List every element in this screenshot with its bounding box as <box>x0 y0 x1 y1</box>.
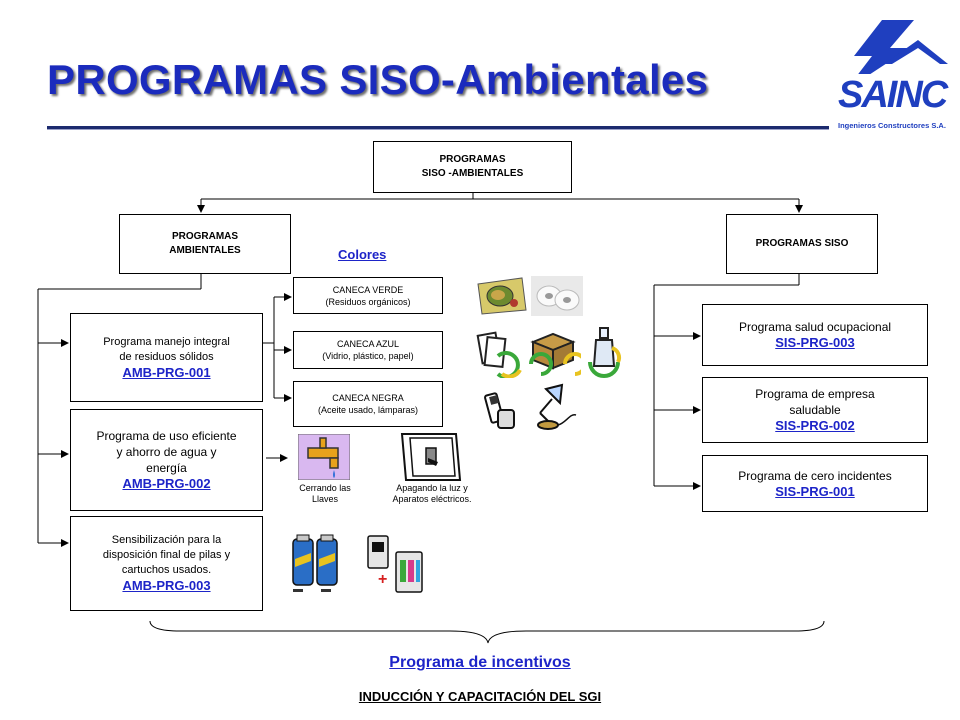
siso-program-empresa: Programa de empresa saludable SIS-PRG-00… <box>702 377 928 443</box>
llaves-caption: Cerrando las Llaves <box>290 483 360 505</box>
logo-subtitle: Ingenieros Constructores S.A. <box>838 121 946 130</box>
caneca-desc: (Residuos orgánicos) <box>325 296 411 307</box>
siso-label: PROGRAMAS SISO <box>755 238 849 249</box>
ambientales-line2: AMBIENTALES <box>169 245 241 256</box>
recycle-paper-icon <box>474 326 526 378</box>
faucet-icon <box>298 434 350 480</box>
caneca-name: CANECA NEGRA <box>332 393 404 403</box>
caneca-name: CANECA VERDE <box>332 284 404 295</box>
siso-program-code[interactable]: SIS-PRG-002 <box>775 418 855 433</box>
llaves-caption-line2: Llaves <box>311 494 338 504</box>
amb-program-line3: energía <box>146 461 187 475</box>
caneca-desc: (Aceite usado, lámparas) <box>317 405 419 415</box>
amb-program-agua-energia: Programa de uso eficiente y ahorro de ag… <box>70 409 263 511</box>
lamp-icon <box>520 383 580 433</box>
recycle-box-icon <box>525 326 581 378</box>
siso-program-code[interactable]: SIS-PRG-001 <box>775 483 855 499</box>
amb-program-pilas: Sensibilización para la disposición fina… <box>70 516 263 611</box>
light-switch-icon <box>400 432 462 482</box>
siso-program-line2: saludable <box>789 403 841 417</box>
luz-caption: Apagando la luz y Aparatos eléctricos. <box>374 483 490 505</box>
caneca-desc: (Vidrio, plástico, papel) <box>322 351 414 361</box>
ambientales-node: PROGRAMAS AMBIENTALES <box>119 214 291 274</box>
amb-program-code[interactable]: AMB-PRG-001 <box>122 364 211 380</box>
amb-program-line2: de residuos sólidos <box>119 350 214 363</box>
paper-towel-icon <box>531 276 583 316</box>
siso-program-code[interactable]: SIS-PRG-003 <box>775 335 855 350</box>
luz-caption-line2: Aparatos eléctricos. <box>392 494 472 504</box>
siso-program-salud: Programa salud ocupacional SIS-PRG-003 <box>702 304 928 366</box>
amb-program-line3: cartuchos usados. <box>121 564 212 576</box>
caneca-name: CANECA AZUL <box>336 339 400 349</box>
siso-program-line1: Programa de cero incidentes <box>738 468 892 483</box>
luz-caption-line1: Apagando la luz y <box>396 483 468 493</box>
caneca-verde: CANECA VERDE (Residuos orgánicos) <box>293 277 443 314</box>
siso-program-incidentes: Programa de cero incidentes SIS-PRG-001 <box>702 455 928 512</box>
colores-link[interactable]: Colores <box>338 247 387 262</box>
title-underline <box>47 126 829 129</box>
ambientales-line1: PROGRAMAS <box>171 231 239 242</box>
siso-program-line1: Programa de empresa <box>755 387 875 401</box>
logo-brand: SAINC <box>838 74 948 116</box>
amb-program-line1: Programa de uso eficiente <box>96 429 237 443</box>
svg-text:+: + <box>378 571 387 588</box>
ink-cartridges-icon: + <box>366 530 426 600</box>
footer-text: INDUCCIÓN Y CAPACITACIÓN DEL SGI <box>358 689 602 704</box>
siso-program-line1: Programa salud ocupacional <box>738 320 892 334</box>
amb-program-line2: disposición final de pilas y <box>102 549 231 561</box>
root-node: PROGRAMAS SISO -AMBIENTALES <box>373 141 572 193</box>
siso-node: PROGRAMAS SISO <box>726 214 878 274</box>
amb-program-line1: Programa manejo integral <box>103 335 230 348</box>
caneca-negra: CANECA NEGRA (Aceite usado, lámparas) <box>293 381 443 427</box>
amb-program-line2: y ahorro de agua y <box>116 445 217 459</box>
batteries-icon <box>287 533 351 597</box>
title-underline-shadow <box>47 129 829 130</box>
recycle-bottle-icon <box>584 326 636 378</box>
root-line2: SISO -AMBIENTALES <box>421 168 524 179</box>
amb-program-code[interactable]: AMB-PRG-002 <box>122 476 211 491</box>
lightning-logo-icon <box>840 20 948 120</box>
root-line1: PROGRAMAS <box>439 154 506 165</box>
phone-icon <box>480 384 520 434</box>
amb-program-line1: Sensibilización para la <box>111 534 222 546</box>
llaves-caption-line1: Cerrando las <box>299 483 351 493</box>
page-title: PROGRAMAS SISO-Ambientales <box>47 56 709 103</box>
company-logo: SAINC Ingenieros Constructores S.A. <box>832 18 950 136</box>
amb-program-code[interactable]: AMB-PRG-003 <box>122 578 211 593</box>
caneca-azul: CANECA AZUL (Vidrio, plástico, papel) <box>293 331 443 369</box>
incentivos-link[interactable]: Programa de incentivos <box>389 654 571 671</box>
food-waste-icon <box>474 276 528 316</box>
amb-program-residuos: Programa manejo integral de residuos sól… <box>70 313 263 402</box>
